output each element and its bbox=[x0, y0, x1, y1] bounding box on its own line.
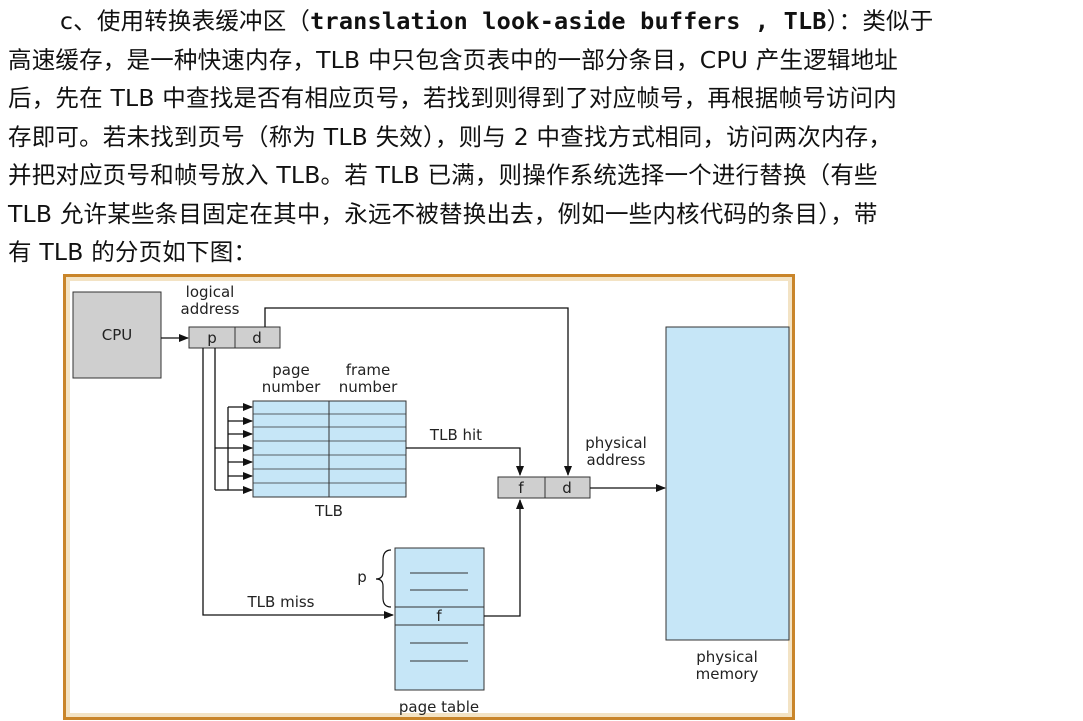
paragraph-line-4: 存即可。若未找到页号（称为 TLB 失效），则与 2 中查找方式相同，访问两次内… bbox=[8, 122, 893, 151]
body-paragraph: c、使用转换表缓冲区（translation look-aside buffer… bbox=[8, 2, 1080, 272]
tlb-label: TLB bbox=[314, 502, 343, 520]
cpu-box bbox=[72, 291, 162, 379]
page-table-f-label: f bbox=[436, 607, 442, 625]
page-table bbox=[394, 547, 485, 691]
tlb-miss-label: TLB miss bbox=[247, 593, 315, 611]
tlb-miss-arrow bbox=[202, 348, 394, 619]
physical-memory-label-1: physical bbox=[696, 648, 758, 666]
paragraph-line-6: TLB 允许某些条目固定在其中，永远不被替换出去，例如一些内核代码的条目），带 bbox=[8, 199, 878, 228]
tlb-hit-label: TLB hit bbox=[429, 426, 482, 444]
frame-number-label-1: frame bbox=[346, 361, 390, 379]
physical-memory-label-2: memory bbox=[696, 665, 759, 683]
paragraph-line-3: 后，先在 TLB 中查找是否有相应页号，若找到则得到了对应帧号，再根据帧号访问内 bbox=[8, 84, 898, 112]
paragraph-line-2: 高速缓存，是一种快速内存，TLB 中只包含页表中的一部分条目，CPU 产生逻辑地… bbox=[8, 45, 898, 74]
physical-address-box bbox=[497, 476, 591, 499]
tlb-table bbox=[252, 400, 407, 498]
physical-f-label: f bbox=[518, 479, 524, 497]
physical-d-label: d bbox=[562, 479, 572, 497]
physical-address-label-2: address bbox=[587, 451, 646, 469]
page-table-brace bbox=[375, 549, 392, 608]
page-table-label: page table bbox=[399, 698, 479, 716]
page-table-p-label: p bbox=[357, 568, 367, 586]
logical-p-label: p bbox=[207, 329, 217, 347]
page-table-to-frame-arrow bbox=[484, 499, 524, 617]
tlb-lookup-arrows bbox=[214, 348, 253, 494]
paragraph-line-1: c、使用转换表缓冲区（translation look-aside buffer… bbox=[60, 7, 934, 35]
logical-address-label-1: logical bbox=[186, 283, 235, 301]
offset-route-line bbox=[264, 307, 572, 476]
paragraph-line-7: 有 TLB 的分页如下图： bbox=[8, 238, 258, 266]
logical-address-label-2: address bbox=[181, 300, 240, 318]
logical-d-label: d bbox=[252, 329, 262, 347]
cpu-label: CPU bbox=[102, 326, 133, 344]
physical-address-label-1: physical bbox=[585, 434, 647, 452]
paragraph-line-5: 并把对应页号和帧号放入 TLB。若 TLB 已满，则操作系统选择一个进行替换（有… bbox=[8, 161, 878, 189]
page-number-label-2: number bbox=[262, 378, 321, 396]
page-number-label-1: page bbox=[272, 361, 309, 379]
physical-memory-box bbox=[665, 326, 790, 641]
tlb-hit-arrow bbox=[406, 447, 524, 476]
frame-number-label-2: number bbox=[339, 378, 398, 396]
tlb-term-code: translation look-aside buffers , TLB bbox=[310, 7, 827, 35]
